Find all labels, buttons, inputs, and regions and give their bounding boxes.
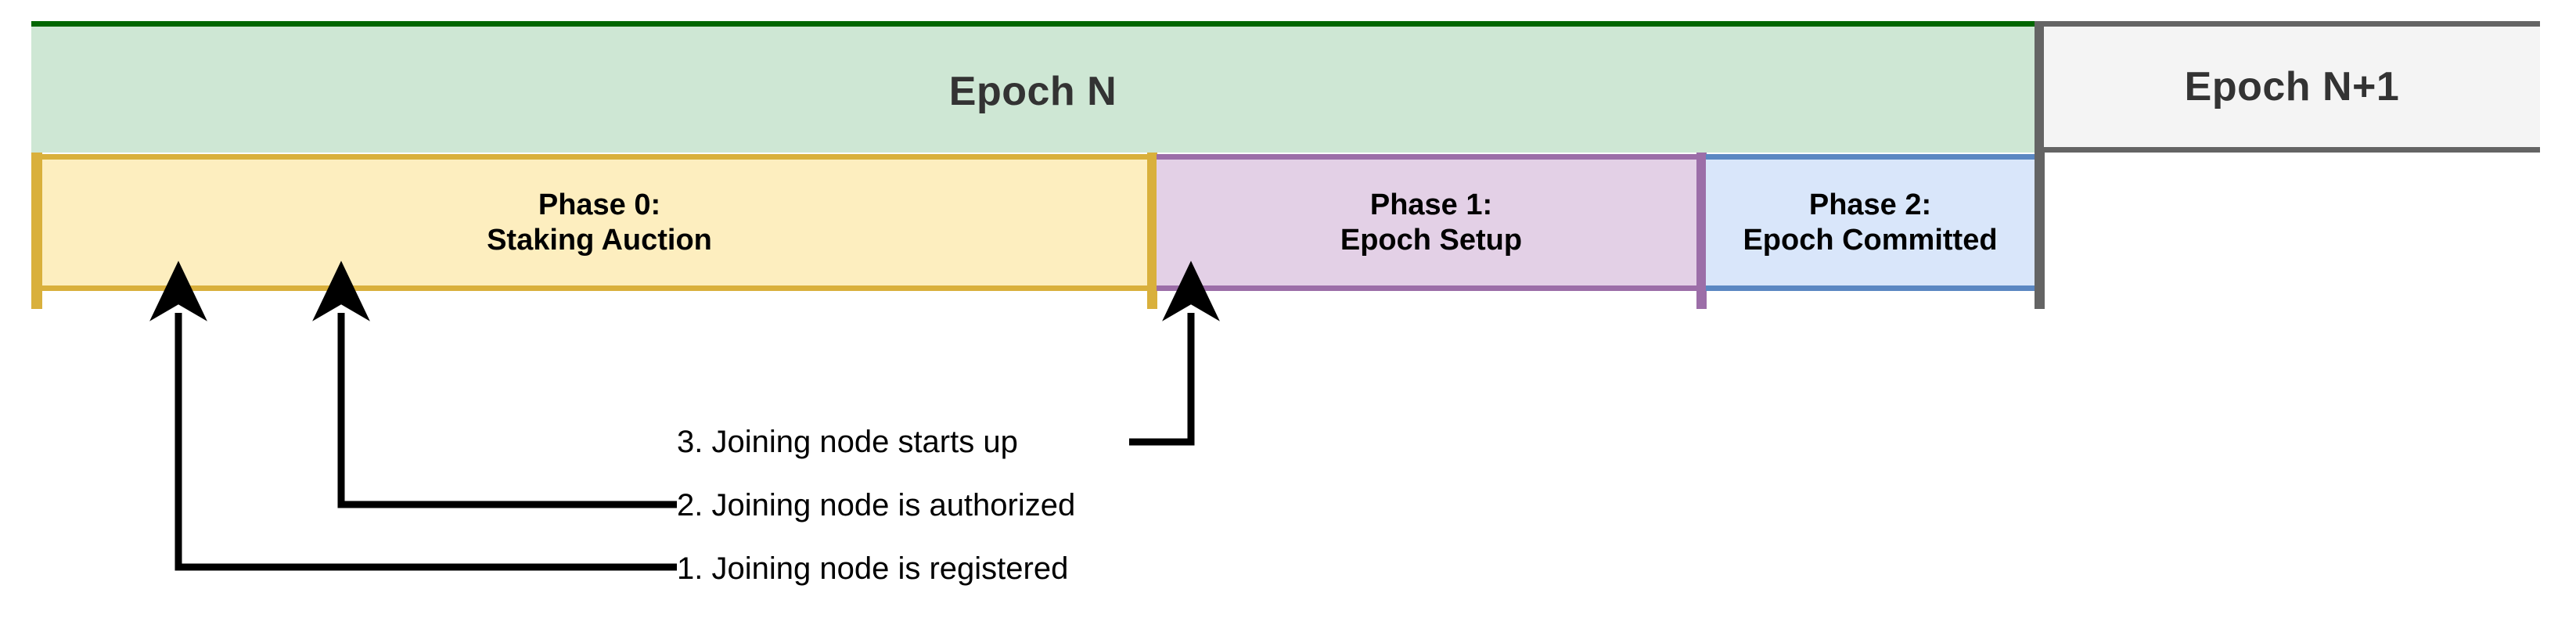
phase-1-box: Phase 1: Epoch Setup [1157, 154, 1706, 291]
epoch-n-box: Epoch N [31, 21, 2035, 153]
epoch-n-plus-1-label: Epoch N+1 [2184, 64, 2400, 110]
annotation-1-leader-line [149, 260, 677, 571]
phase-1-subtitle: Epoch Setup [1340, 223, 1523, 257]
phase-0-title: Phase 0: [538, 188, 661, 221]
phase-0-box: Phase 0: Staking Auction [42, 154, 1157, 291]
annotation-2-leader-line [312, 260, 677, 508]
phase-2-box: Phase 2: Epoch Committed [1706, 154, 2035, 291]
phase-2-title: Phase 2: [1808, 188, 1932, 221]
phase-row-left-cap [31, 153, 42, 309]
phase-0-subtitle: Staking Auction [487, 223, 712, 257]
phase-2-subtitle: Epoch Committed [1743, 223, 1998, 257]
epoch-boundary-divider [2035, 21, 2045, 309]
phase-0-end-divider [1147, 153, 1157, 309]
epoch-n-plus-1-box: Epoch N+1 [2044, 21, 2540, 153]
epoch-n-label: Epoch N [948, 68, 1117, 114]
annotation-3-label: 3. Joining node starts up [677, 425, 1018, 459]
annotation-2-label: 2. Joining node is authorized [677, 488, 1076, 522]
annotation-3-leader-line [1129, 260, 1220, 446]
phase-1-end-divider [1696, 153, 1707, 309]
phase-1-title: Phase 1: [1369, 188, 1493, 221]
annotation-1-label: 1. Joining node is registered [677, 551, 1069, 586]
